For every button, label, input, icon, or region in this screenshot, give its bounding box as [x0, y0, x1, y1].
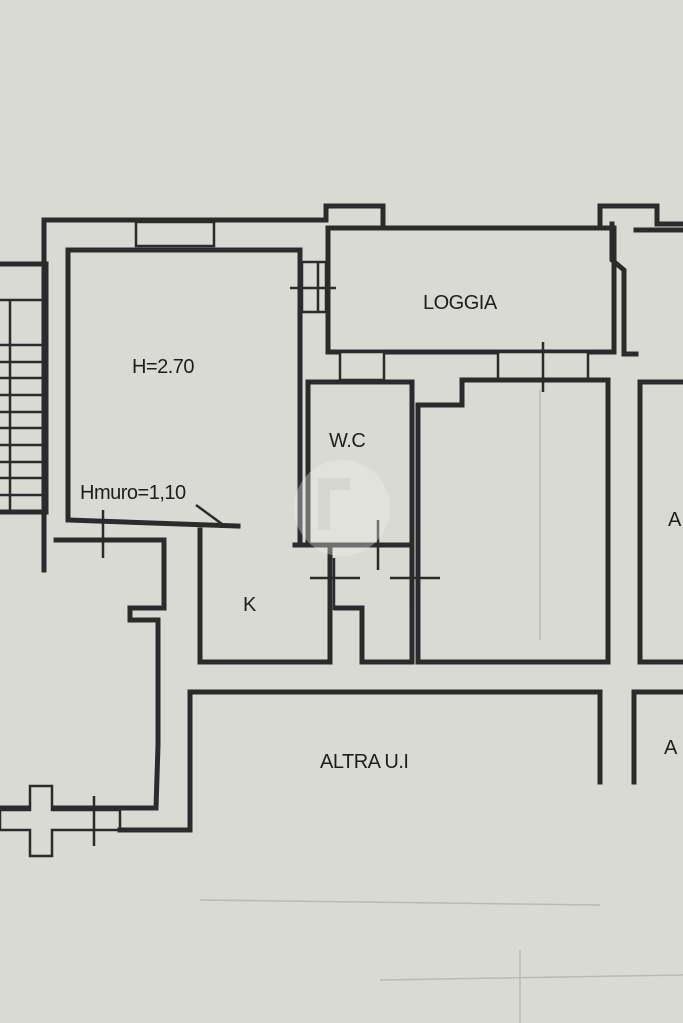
main-room-window — [134, 220, 216, 248]
kitchen-room — [197, 527, 360, 665]
far-right-rooms — [631, 379, 683, 785]
other-unit-label: ALTRA U.I — [320, 751, 409, 773]
wc-room — [305, 379, 415, 570]
staircase — [0, 261, 49, 515]
left-lower-room — [0, 510, 167, 858]
wall-height-leader — [195, 503, 223, 526]
other-unit — [117, 689, 603, 833]
kitchen-label: K — [243, 594, 257, 616]
ceiling-height-label: H=2.70 — [132, 356, 194, 378]
right-partial-label-bottom: A — [664, 737, 678, 759]
passage — [333, 545, 440, 665]
watermark-logo — [294, 460, 390, 556]
right-partial-label-top: A — [668, 509, 682, 531]
wc-label: W.C — [329, 430, 365, 452]
right-room — [415, 377, 611, 665]
background-texture — [199, 390, 683, 1023]
main-room — [65, 220, 303, 548]
wall-height-label: Hmuro=1,10 — [80, 482, 186, 504]
loggia — [290, 225, 617, 392]
loggia-label: LOGGIA — [423, 292, 498, 314]
